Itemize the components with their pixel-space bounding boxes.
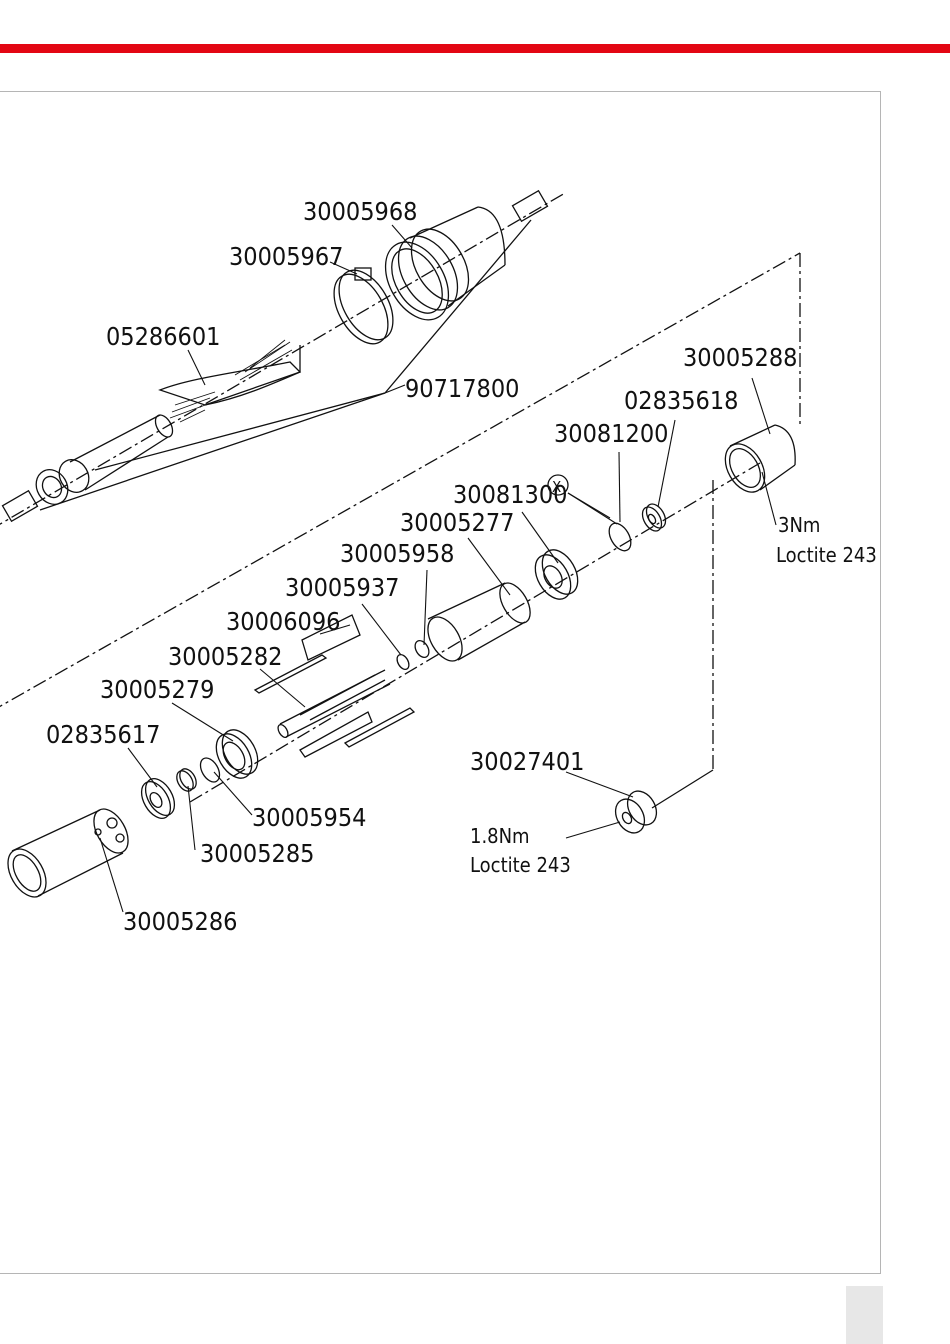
vanes-30006096 bbox=[255, 615, 414, 757]
assembly-axis-lines bbox=[0, 193, 800, 802]
label-30005937: 30005937 bbox=[285, 573, 399, 602]
brush-05286601 bbox=[160, 340, 300, 422]
label-30005286: 30005286 bbox=[123, 907, 237, 936]
clips-90717800 bbox=[3, 191, 548, 522]
rings-30005285 bbox=[173, 766, 199, 794]
label-02835617: 02835617 bbox=[46, 720, 160, 749]
label-30081200: 30081200 bbox=[554, 419, 668, 448]
nut-30005288 bbox=[717, 425, 795, 499]
torque-1-8nm: 1.8Nm bbox=[470, 824, 530, 848]
cylinder-30005277 bbox=[421, 578, 537, 667]
bearing-02835617 bbox=[136, 774, 181, 824]
ring-30005958 bbox=[412, 638, 431, 660]
label-30005282: 30005282 bbox=[168, 642, 282, 671]
label-30005958: 30005958 bbox=[340, 539, 454, 568]
label-30027401: 30027401 bbox=[470, 747, 584, 776]
torque-3nm-adhesive: Loctite 243 bbox=[776, 543, 877, 567]
label-30005277: 30005277 bbox=[400, 508, 514, 537]
label-30005954: 30005954 bbox=[252, 803, 366, 832]
label-05286601: 05286601 bbox=[106, 322, 220, 351]
valve-30027401 bbox=[610, 786, 663, 838]
label-30005279: 30005279 bbox=[100, 675, 214, 704]
handle-tube bbox=[30, 412, 176, 510]
label-30005967: 30005967 bbox=[229, 242, 343, 271]
torque-3nm: 3Nm bbox=[778, 513, 820, 537]
housing-30005286 bbox=[0, 803, 135, 903]
label-02835618: 02835618 bbox=[624, 386, 738, 415]
part-labels: 30005968 30005967 05286601 90717800 3000… bbox=[46, 197, 797, 936]
torque-1-8nm-adhesive: Loctite 243 bbox=[470, 853, 571, 877]
bearing-02835618 bbox=[639, 501, 670, 535]
label-30081300: 30081300 bbox=[453, 480, 567, 509]
torque-notes: 3Nm Loctite 243 1.8Nm Loctite 243 bbox=[470, 513, 877, 877]
label-30005288: 30005288 bbox=[683, 343, 797, 372]
label-30005285: 30005285 bbox=[200, 839, 314, 868]
circlip-30005937 bbox=[395, 653, 412, 672]
oring-30081200 bbox=[605, 520, 636, 555]
label-90717800: 90717800 bbox=[405, 374, 519, 403]
label-30006096: 30006096 bbox=[226, 607, 340, 636]
callout-x-label: X bbox=[552, 478, 561, 496]
label-30005968: 30005968 bbox=[303, 197, 417, 226]
